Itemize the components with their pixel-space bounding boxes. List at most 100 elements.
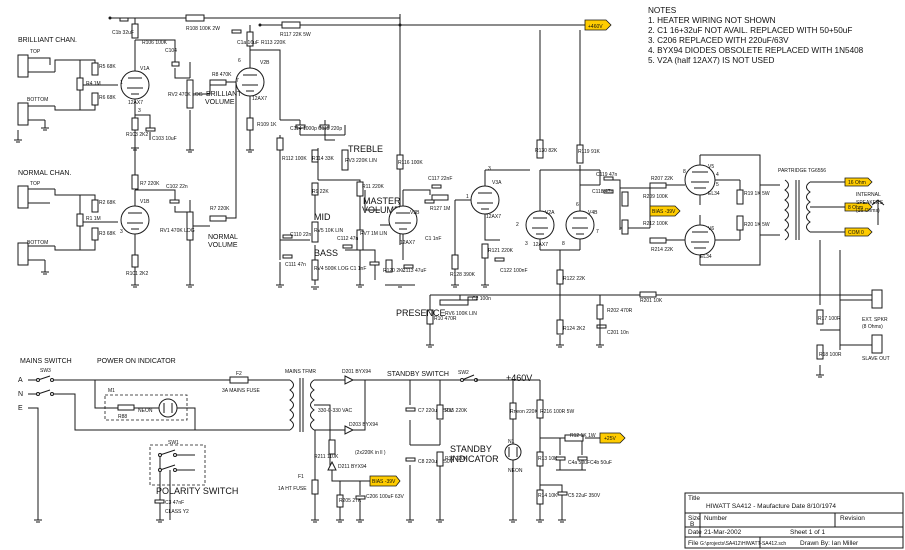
pin-label: 5 xyxy=(716,182,719,188)
potentiometer-rv5[interactable] xyxy=(311,221,319,243)
r7b-label: R7 220K xyxy=(210,206,230,212)
resistor-r120 xyxy=(385,259,393,273)
mains-switch-sw3[interactable] xyxy=(36,375,291,431)
heater-tag xyxy=(599,432,626,444)
c4a-label: C4a 50uF xyxy=(568,460,590,466)
r124-label: R124 2K2 xyxy=(563,326,585,332)
rv4-label: RV4 500K LOG xyxy=(314,266,349,272)
rv5-label: RV5 10K LIN xyxy=(314,228,343,234)
number-label: Number xyxy=(704,515,728,522)
normal-volume-label-2: VOLUME xyxy=(208,242,238,249)
resistor-r5 xyxy=(91,62,99,76)
v3a-stage: V3A 12AX7 1 3 R121 220K C122 100nF xyxy=(455,166,530,288)
standby-neon xyxy=(504,443,522,461)
file-value: G:\projects\SA412\HIWATT-SA412.sch xyxy=(700,541,786,547)
r19-label: R19 1K 5W xyxy=(744,191,770,197)
r205-label: R205 27K xyxy=(339,498,362,504)
neon-indicator xyxy=(158,398,178,418)
c5-label: C5 22uF 350V xyxy=(568,493,601,499)
tap-16-ohm xyxy=(844,177,873,187)
r122-label: R122 22K xyxy=(563,276,586,282)
c3-label: C3 47nF xyxy=(165,500,184,506)
sw1-label: SW1 xyxy=(168,440,179,446)
v5-label: V5 xyxy=(708,164,714,170)
resistor-r108 xyxy=(185,14,205,22)
v3a-type: 12AX7 xyxy=(486,214,501,220)
resistor-r1 xyxy=(76,213,84,227)
r103-label: R103 2K2 xyxy=(126,132,148,138)
standby-switch-sw2[interactable] xyxy=(460,374,478,382)
f2-label: F2 xyxy=(236,371,242,377)
tap-8-label: 8 Ohm xyxy=(848,205,863,211)
mains-tfmr-label: MAINS TFMR xyxy=(285,369,316,375)
r1-label: R1 1M xyxy=(86,216,101,222)
r106-label: R106 100K xyxy=(142,40,168,46)
r130-label: R130 82K xyxy=(535,148,558,154)
resistor-r4 xyxy=(76,77,84,91)
brilliant-volume-label-2: VOLUME xyxy=(205,99,235,106)
mains-input: MAINS SWITCH POWER ON INDICATOR A N E SW… xyxy=(18,358,291,523)
r7-label: R7 220K xyxy=(140,181,160,187)
r14-label: R14 10K xyxy=(538,493,558,499)
normal-channel: NORMAL CHAN. TOP BOTTOM R2 68K R1 1M R3 … xyxy=(17,82,238,288)
v2a-label: V2A xyxy=(545,210,555,216)
potentiometer-rv7[interactable] xyxy=(356,229,364,251)
potentiometer-rv3[interactable] xyxy=(341,149,349,171)
ht-fuse-label: 1A HT FUSE xyxy=(278,486,307,492)
note-line: 5. V2A (half 12AX7) IS NOT USED xyxy=(648,56,774,65)
external-outputs: R17 100R R18 100R EXT. SPKR (8 Ohms) SLA… xyxy=(816,240,890,378)
resistor-r112 xyxy=(276,137,284,151)
jack-top-label: TOP xyxy=(30,49,41,55)
b-plus-tag-label: +460V xyxy=(588,24,603,30)
r121-label: R121 220K xyxy=(488,248,514,254)
note-line: 2. C1 16+32uF NOT AVAIL. REPLACED WITH 5… xyxy=(648,26,852,35)
resistor-r207 xyxy=(649,182,667,189)
output-transformer: PARTRIDGE TG6556 16 Ohm 8 Ohm COM 0 INTE… xyxy=(778,168,885,241)
mains-e-label: E xyxy=(18,405,23,412)
standby-indicator-label-2: INDICATOR xyxy=(450,454,499,464)
resistor-r16 xyxy=(436,451,444,467)
capacitor-c118 xyxy=(603,189,614,194)
pin-label: 7 xyxy=(596,229,599,235)
r12-label: R12 1K 1W xyxy=(570,433,596,439)
rv7-label: RV7 1M LIN xyxy=(360,231,388,237)
heater-tag-label: +25V xyxy=(604,436,616,442)
normal-top-label: TOP xyxy=(30,181,41,187)
polarity-switch-sw1[interactable] xyxy=(158,449,196,520)
resistor-r7 xyxy=(131,174,139,190)
title-label: Title xyxy=(688,495,700,502)
r4-label: R4 1M xyxy=(86,81,101,87)
brilliant-volume-label-1: BRILLIANT xyxy=(206,91,242,98)
standby-ht-section: STANDBY SWITCH SW2 +460V C7 220uF 250V C… xyxy=(387,370,626,523)
sheet-value: Sheet 1 of 1 xyxy=(790,529,825,536)
tube-v2b xyxy=(235,67,265,97)
resistor-r209 xyxy=(621,191,629,207)
input-jack-normal-bottom xyxy=(17,242,55,266)
treble-label: TREBLE xyxy=(348,144,383,154)
pin-label: 4 xyxy=(716,172,719,178)
r127-label: R127 1M xyxy=(430,206,450,212)
n1-label: N1 xyxy=(508,439,515,445)
potentiometer-rv6[interactable] xyxy=(439,299,469,306)
brilliant-chan-label: BRILLIANT CHAN. xyxy=(18,37,77,44)
sw3-label: SW3 xyxy=(40,368,51,374)
v5-type: EL34 xyxy=(708,191,720,197)
c104-label: C104 xyxy=(165,48,177,54)
f1-label: F1 xyxy=(298,474,304,480)
capacitor-c3 xyxy=(154,499,165,504)
slave-out-jack xyxy=(871,334,883,354)
tap-16-label: 16 Ohm xyxy=(848,180,866,186)
notes-title: NOTES xyxy=(648,6,677,15)
pin-label: 7 xyxy=(236,78,239,84)
potentiometer-rv4[interactable] xyxy=(311,259,319,281)
rv3-label: RV3 220K LIN xyxy=(345,158,377,164)
c114-label: C114 1000p xyxy=(290,126,317,132)
capacitor-c103 xyxy=(145,127,156,132)
normal-volume-label-1: NORMAL xyxy=(208,234,238,241)
pin-label: 3 xyxy=(488,166,491,172)
presence-label: PRESENCE xyxy=(396,308,446,318)
input-jack-bottom xyxy=(17,102,55,126)
r5-label: R5 68K xyxy=(99,64,116,70)
potentiometer-rv1[interactable] xyxy=(186,211,194,241)
